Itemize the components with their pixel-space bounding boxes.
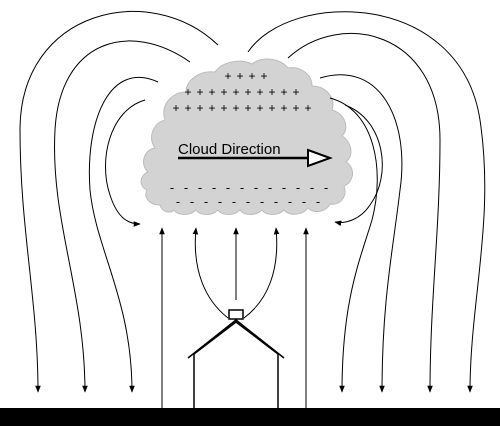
positive-charge-symbol: + [256, 85, 263, 99]
negative-charge-symbol: - [226, 180, 230, 195]
field-line-left-3 [88, 76, 159, 393]
negative-charge-symbol: - [246, 194, 250, 209]
negative-charge-symbol: - [274, 194, 278, 209]
positive-charge-symbol: + [208, 85, 215, 99]
field-line-right-2 [287, 33, 441, 393]
ground [0, 408, 500, 426]
field-line-right-4 [329, 97, 378, 393]
negative-charge-symbol: - [316, 194, 320, 209]
negative-charge-symbol: - [184, 180, 188, 195]
negative-charge-symbol: - [288, 194, 292, 209]
positive-charge-symbol: + [244, 101, 251, 115]
positive-charge-symbol: + [256, 101, 263, 115]
positive-charge-symbol: + [172, 101, 179, 115]
negative-charge-symbol: - [302, 194, 306, 209]
negative-charge-symbol: - [254, 180, 258, 195]
field-lines [19, 11, 486, 408]
positive-charge-symbol: + [232, 85, 239, 99]
cloud-direction-arrow [178, 148, 333, 168]
positive-charge-symbol: + [220, 101, 227, 115]
positive-charge-symbol: + [220, 85, 227, 99]
positive-charge-symbol: + [304, 101, 311, 115]
field-line-right-3 [319, 74, 403, 393]
positive-charge-symbol: + [196, 101, 203, 115]
negative-charge-symbol: - [190, 194, 194, 209]
negative-charge-symbol: - [232, 194, 236, 209]
positive-charge-symbol: + [232, 101, 239, 115]
field-line-roof-right [243, 227, 280, 319]
negative-charge-symbol: - [170, 180, 174, 195]
negative-charge-symbol: - [176, 194, 180, 209]
negative-charge-symbol: - [310, 180, 314, 195]
field-line-left-2 [54, 40, 191, 393]
positive-charge-symbol: + [244, 85, 251, 99]
negative-charge-symbol: - [260, 194, 264, 209]
negative-charge-symbol: - [204, 194, 208, 209]
negative-charge-symbol: - [268, 180, 272, 195]
negative-charge-symbol: - [212, 180, 216, 195]
field-line-left-inner [104, 99, 146, 227]
positive-charge-symbol: + [280, 101, 287, 115]
negative-charge-symbol: - [324, 180, 328, 195]
house [187, 309, 285, 408]
house-roof [187, 319, 285, 359]
positive-charge-symbol: + [208, 101, 215, 115]
lightning-rod [228, 309, 244, 320]
negative-charge-symbol: - [240, 180, 244, 195]
positive-charge-symbol: + [224, 69, 231, 83]
positive-charge-symbol: + [268, 85, 275, 99]
positive-charge-symbol: + [292, 85, 299, 99]
field-line-left-outer [19, 11, 219, 393]
negative-charge-symbol: - [218, 194, 222, 209]
negative-charges: ----------------------- [170, 180, 328, 209]
positive-charge-symbol: + [268, 101, 275, 115]
house-body [193, 321, 279, 408]
positive-charge-symbol: + [292, 101, 299, 115]
positive-charge-symbol: + [248, 69, 255, 83]
positive-charges: ++++++++++++++++++++++++++ [172, 69, 311, 115]
positive-charge-symbol: + [260, 69, 267, 83]
positive-charge-symbol: + [184, 101, 191, 115]
negative-charge-symbol: - [282, 180, 286, 195]
positive-charge-symbol: + [196, 85, 203, 99]
positive-charge-symbol: + [236, 69, 243, 83]
field-line-right-outer [247, 11, 486, 393]
cloud-direction-label: Cloud Direction [178, 141, 281, 158]
negative-charge-symbol: - [296, 180, 300, 195]
negative-charge-symbol: - [198, 180, 202, 195]
field-line-roof-left [192, 227, 229, 319]
positive-charge-symbol: + [184, 85, 191, 99]
field-line-right-inner [334, 104, 383, 226]
positive-charge-symbol: + [280, 85, 287, 99]
storm-cloud [140, 58, 353, 215]
